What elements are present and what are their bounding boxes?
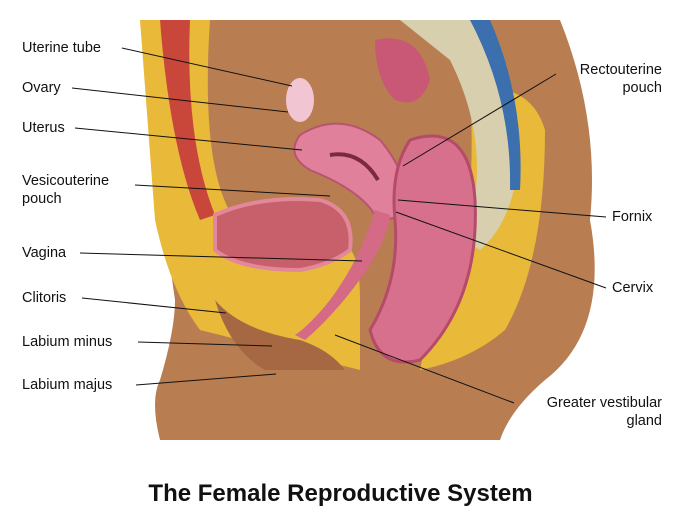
label-uterine-tube: Uterine tube [22,40,101,56]
label-ovary: Ovary [22,80,61,96]
label-vagina: Vagina [22,245,67,261]
label-clitoris: Clitoris [22,290,67,306]
label-line2: gland [626,413,662,429]
leader-lines [71,47,607,404]
label-line1: Vesicouterine [22,173,110,189]
label-labium-majus: Labium majus [22,377,113,393]
uterus-organ [293,122,407,220]
label-line2: pouch [22,191,62,207]
spinal-canal [470,20,521,190]
rectum [368,134,477,364]
diagram-title: The Female Reproductive System [148,480,533,507]
ovary-organ [286,78,314,122]
label-uterus: Uterus [22,120,65,136]
label-rectouterine-pouch: Rectouterine pouch [580,61,662,97]
label-line2: pouch [622,80,662,96]
fat-tissue [140,20,360,370]
label-line1: Rectouterine [579,62,662,78]
labia [215,300,345,370]
vagina-canal [295,210,390,340]
bladder [213,197,353,273]
label-vesicouterine-pouch: Vesicouterine pouch [22,172,109,208]
spine [400,20,520,250]
label-fornix: Fornix [612,209,653,225]
label-greater-vestibular-gland: Greater vestibular gland [547,394,662,430]
colon [375,38,430,103]
label-labium-minus: Labium minus [22,334,113,350]
uterine-cavity [329,152,380,182]
label-cervix: Cervix [612,280,654,296]
label-line1: Greater vestibular [546,395,662,411]
muscle [160,20,215,220]
